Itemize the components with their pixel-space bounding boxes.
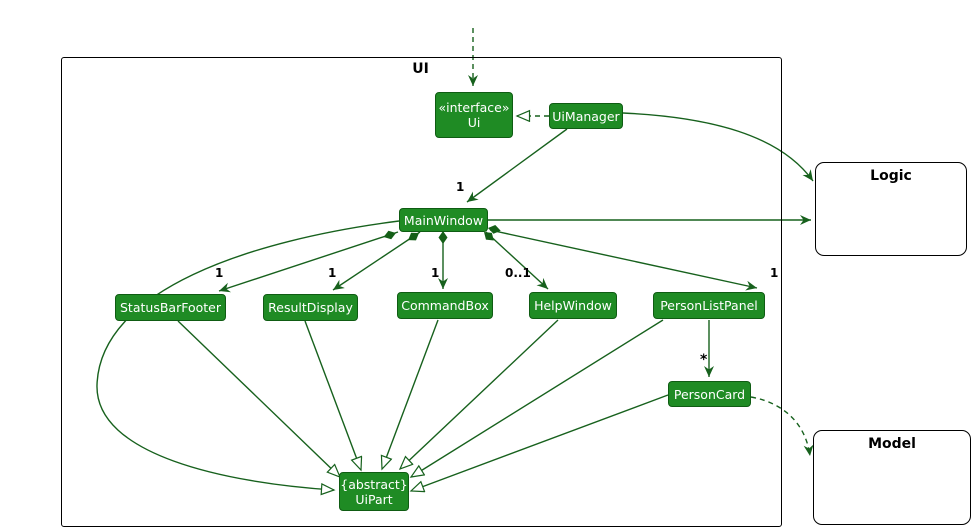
personlistpanel-name: PersonListPanel: [660, 298, 758, 313]
class-uimanager: UiManager: [549, 103, 623, 129]
edge-personlistpanel-extends-uipart: [411, 319, 664, 477]
edge-helpwindow-extends-uipart: [400, 319, 559, 469]
class-ui-interface: «interface» Ui: [435, 92, 513, 138]
resultdisplay-name: ResultDisplay: [268, 300, 353, 315]
uipart-name: UiPart: [355, 491, 393, 507]
edge-personcard-extends-uipart: [411, 394, 669, 491]
multiplicity-helpwindow: 0..1: [505, 266, 531, 280]
multiplicity-personcard: *: [700, 352, 708, 368]
statusbarfooter-name: StatusBarFooter: [120, 300, 221, 315]
class-uipart: {abstract} UiPart: [339, 472, 409, 511]
ui-interface-stereotype: «interface»: [438, 100, 510, 115]
component-logic: Logic: [815, 162, 967, 256]
logic-label: Logic: [870, 168, 912, 184]
edge-statusbarfooter-extends-uipart: [177, 320, 340, 477]
multiplicity-personlistpanel: 1: [770, 266, 779, 280]
commandbox-name: CommandBox: [401, 298, 489, 313]
edge-mainwindow-to-helpwindow: [485, 231, 549, 290]
class-statusbarfooter: StatusBarFooter: [115, 294, 226, 321]
class-mainwindow: MainWindow: [399, 208, 488, 232]
edge-mainwindow-to-statusbarfooter: [218, 231, 399, 293]
ui-package-label: UI: [412, 61, 429, 77]
edge-resultdisplay-extends-uipart: [304, 320, 361, 470]
class-helpwindow: HelpWindow: [529, 292, 617, 319]
helpwindow-name: HelpWindow: [534, 298, 612, 313]
multiplicity-commandbox: 1: [431, 266, 440, 280]
personcard-name: PersonCard: [673, 386, 746, 402]
class-resultdisplay: ResultDisplay: [263, 294, 358, 321]
component-model: Model: [813, 430, 971, 525]
edge-personcard-to-model: [750, 396, 814, 457]
ui-interface-name: Ui: [467, 115, 481, 130]
edge-uimanager-to-mainwindow: [466, 128, 568, 203]
composition-diamond: [383, 224, 501, 244]
class-personlistpanel: PersonListPanel: [653, 292, 765, 319]
edge-commandbox-extends-uipart: [382, 319, 439, 469]
multiplicity-statusbarfooter: 1: [215, 266, 224, 280]
edge-mainwindow-to-personlistpanel: [489, 229, 758, 291]
class-personcard: PersonCard: [668, 381, 751, 407]
uipart-stereotype: {abstract}: [340, 476, 408, 492]
mainwindow-name: MainWindow: [403, 212, 484, 228]
edge-mainwindow-to-resultdisplay: [332, 231, 421, 291]
edge-uimanager-to-logic: [622, 112, 814, 182]
ui-package-container: [61, 57, 782, 527]
uimanager-name: UiManager: [552, 108, 620, 124]
edge-mainwindow-extends-uipart: [96, 220, 400, 490]
multiplicity-resultdisplay: 1: [328, 266, 337, 280]
model-label: Model: [868, 436, 916, 452]
class-commandbox: CommandBox: [397, 292, 493, 319]
multiplicity-uimanager-mainwindow: 1: [456, 180, 465, 194]
